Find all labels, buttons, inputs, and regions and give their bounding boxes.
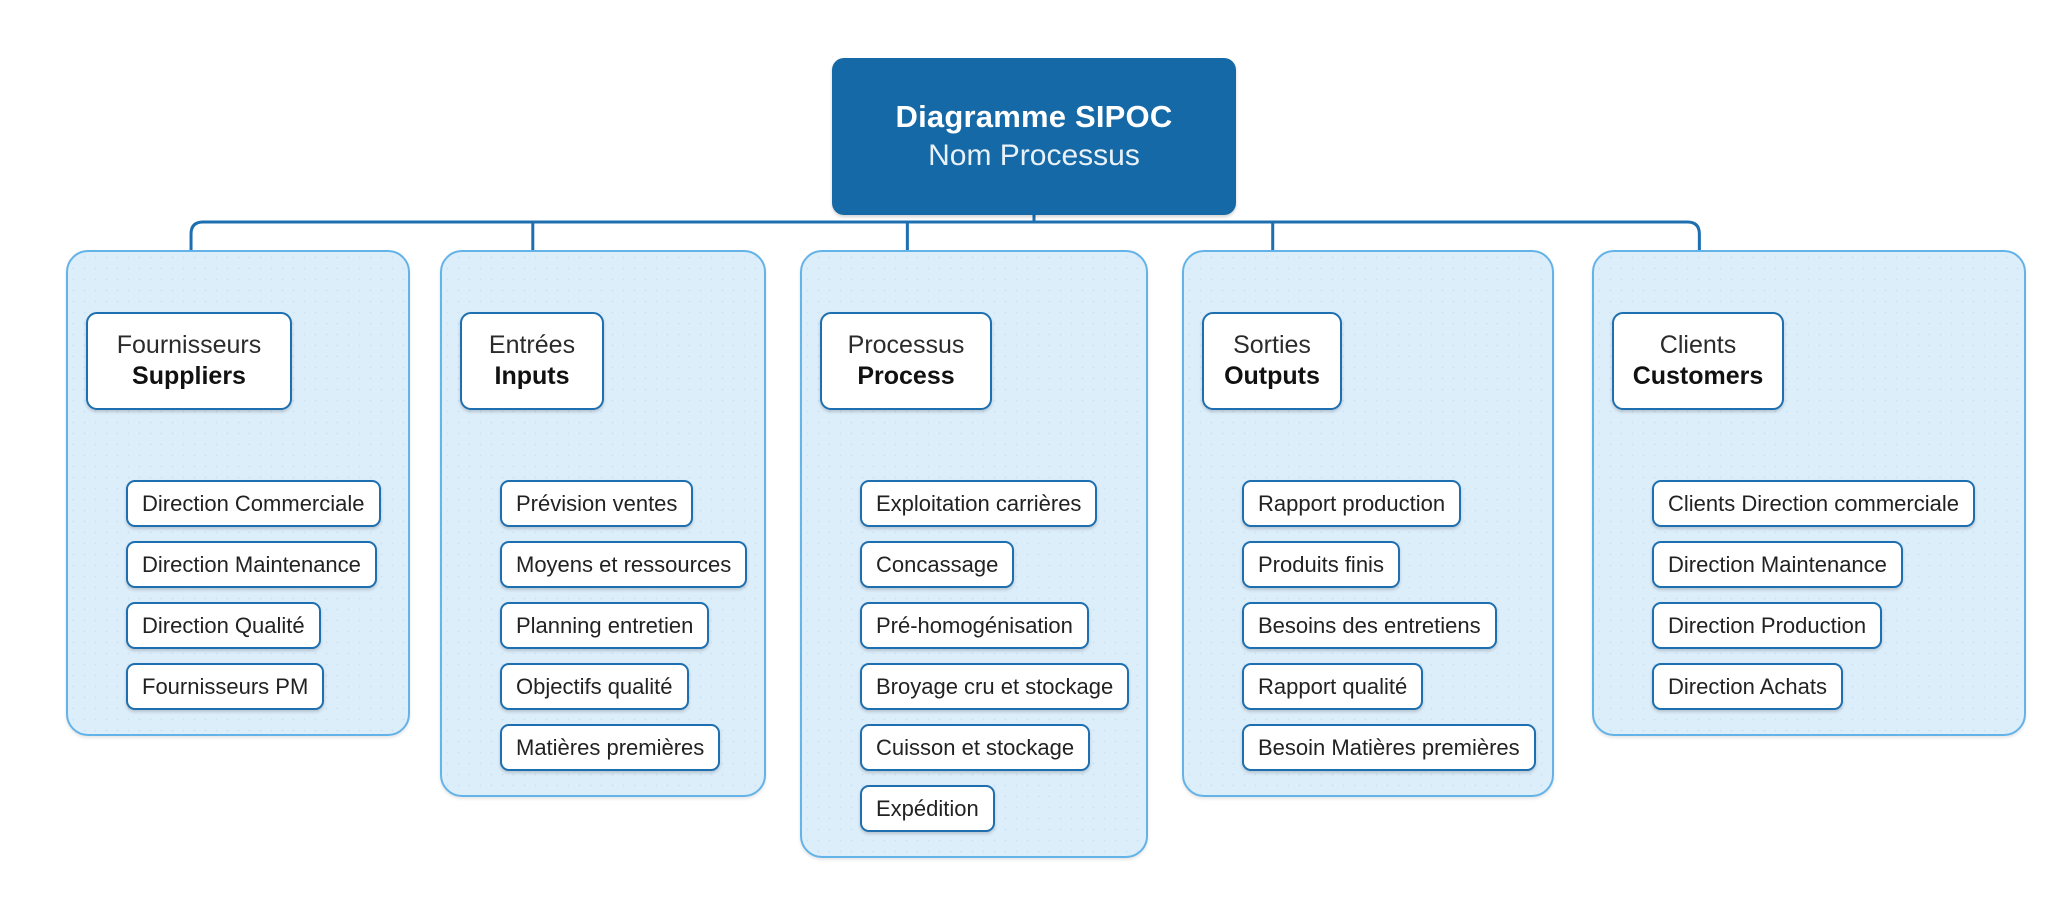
sipoc-item[interactable]: Concassage xyxy=(860,541,1015,588)
diagram-title-card: Diagramme SIPOC Nom Processus xyxy=(832,58,1236,215)
column-header-fr-outputs: Sorties xyxy=(1233,330,1311,359)
sipoc-item[interactable]: Moyens et ressources xyxy=(500,541,748,588)
sipoc-item[interactable]: Rapport production xyxy=(1242,480,1462,527)
sipoc-item[interactable]: Direction Achats xyxy=(1652,663,1843,710)
sipoc-item[interactable]: Exploitation carrières xyxy=(860,480,1098,527)
column-header-en-customers: Customers xyxy=(1632,362,1764,390)
column-header-en-inputs: Inputs xyxy=(494,362,570,390)
sipoc-item[interactable]: Expédition xyxy=(860,785,995,832)
column-header-fr-inputs: Entrées xyxy=(488,330,576,359)
sipoc-item[interactable]: Broyage cru et stockage xyxy=(860,663,1130,710)
sipoc-item[interactable]: Cuisson et stockage xyxy=(860,724,1091,771)
sipoc-item[interactable]: Pré-homogénisation xyxy=(860,602,1089,649)
column-header-en-suppliers: Suppliers xyxy=(132,362,246,390)
sipoc-item[interactable]: Produits finis xyxy=(1242,541,1400,588)
sipoc-item[interactable]: Rapport qualité xyxy=(1242,663,1424,710)
column-header-en-process: Process xyxy=(857,362,955,390)
sipoc-item[interactable]: Clients Direction commerciale xyxy=(1652,480,1975,527)
sipoc-item[interactable]: Fournisseurs PM xyxy=(126,663,325,710)
diagram-title: Diagramme SIPOC xyxy=(895,98,1173,134)
column-header-en-outputs: Outputs xyxy=(1224,362,1320,390)
column-header-fr-customers: Clients xyxy=(1659,330,1737,359)
sipoc-item[interactable]: Direction Production xyxy=(1652,602,1883,649)
sipoc-item[interactable]: Besoin Matières premières xyxy=(1242,724,1536,771)
column-header-fr-suppliers: Fournisseurs xyxy=(116,330,262,359)
sipoc-item[interactable]: Direction Qualité xyxy=(126,602,321,649)
column-header-fr-process: Processus xyxy=(847,330,965,359)
sipoc-item[interactable]: Matières premières xyxy=(500,724,721,771)
sipoc-item[interactable]: Direction Maintenance xyxy=(126,541,377,588)
sipoc-item[interactable]: Besoins des entretiens xyxy=(1242,602,1497,649)
sipoc-item[interactable]: Direction Maintenance xyxy=(1652,541,1903,588)
sipoc-item[interactable]: Prévision ventes xyxy=(500,480,694,527)
sipoc-item[interactable]: Planning entretien xyxy=(500,602,710,649)
diagram-subtitle: Nom Processus xyxy=(928,139,1140,173)
sipoc-item[interactable]: Direction Commerciale xyxy=(126,480,381,527)
sipoc-item[interactable]: Objectifs qualité xyxy=(500,663,689,710)
